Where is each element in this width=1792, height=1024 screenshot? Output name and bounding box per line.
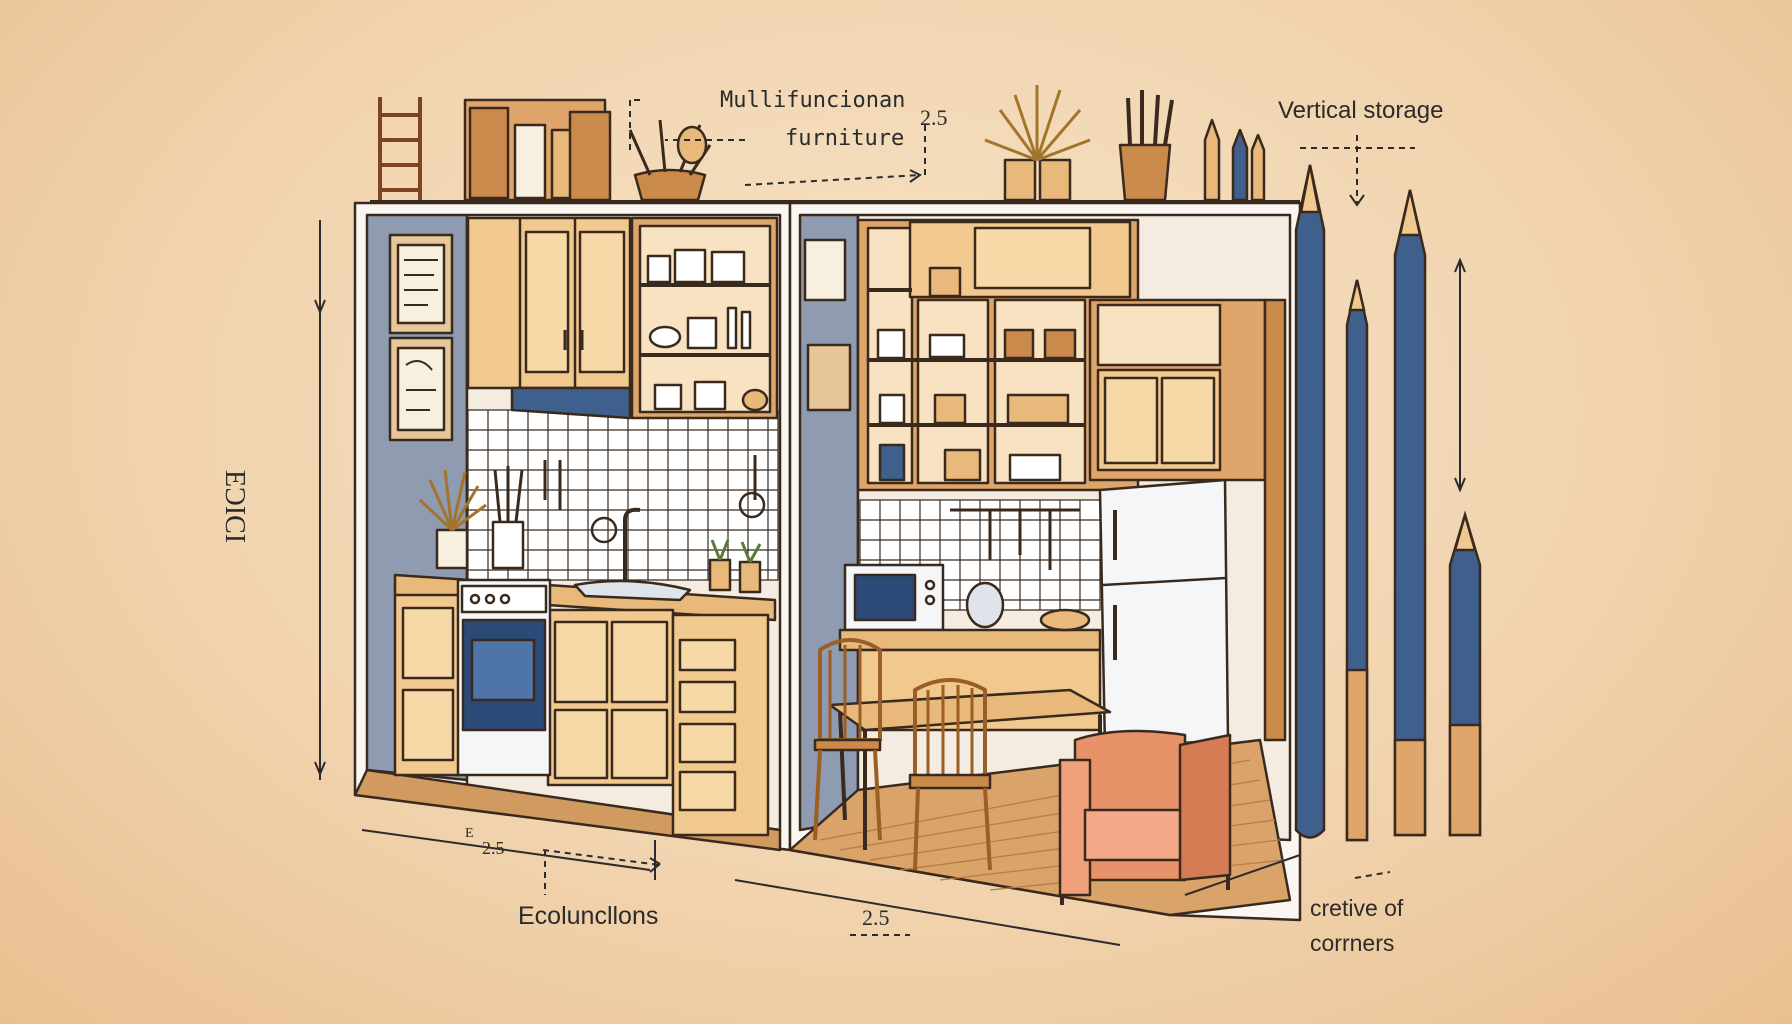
utensil-jar bbox=[491, 520, 525, 570]
label-dim-letter: E bbox=[465, 826, 474, 841]
label-side-left: EƆICI bbox=[219, 470, 250, 544]
open-shelf bbox=[630, 216, 779, 420]
pencil-icon bbox=[1294, 164, 1326, 839]
pencil-icon bbox=[1393, 189, 1427, 837]
lower-cabinets bbox=[393, 593, 770, 837]
label-corners-line2: corrners bbox=[1310, 930, 1395, 956]
upper-cabinets bbox=[466, 216, 632, 390]
pencil-cup bbox=[1118, 90, 1174, 202]
pencil-icon bbox=[1448, 510, 1482, 837]
top-shelf bbox=[463, 98, 612, 202]
refrigerator-icon bbox=[1098, 478, 1230, 750]
range-hood bbox=[510, 386, 632, 420]
ladder-icon bbox=[378, 97, 422, 200]
label-dimension-bottom-left: 2.5 bbox=[482, 838, 505, 858]
stove-icon bbox=[456, 578, 552, 777]
dimension-arrow-icon bbox=[314, 99, 1466, 946]
label-multifunction-line2: furniture bbox=[785, 126, 905, 151]
left-room bbox=[353, 201, 792, 852]
label-dimension-top: 2.5 bbox=[920, 105, 948, 130]
wall-picture bbox=[803, 238, 847, 302]
sink bbox=[573, 579, 692, 602]
pencil-icon bbox=[1345, 279, 1369, 842]
utensil-basket bbox=[628, 119, 712, 202]
wall-picture bbox=[806, 343, 852, 412]
pencil-icon bbox=[1203, 118, 1266, 202]
bowl bbox=[1039, 608, 1091, 632]
right-room bbox=[788, 201, 1302, 922]
armchair-icon bbox=[1058, 729, 1232, 905]
kettle bbox=[965, 581, 1005, 629]
plant-icon bbox=[984, 85, 1091, 202]
label-vertical-storage: Vertical storage bbox=[1278, 97, 1444, 124]
microwave-icon bbox=[843, 563, 945, 632]
chair-icon bbox=[813, 638, 882, 841]
plant-icon bbox=[418, 469, 487, 570]
corner-cabinet bbox=[1088, 298, 1287, 742]
chair-icon bbox=[908, 678, 992, 871]
label-ecofunctions: Ecoluncllons bbox=[518, 902, 659, 930]
label-multifunction-line1: Mullifuncionan bbox=[720, 88, 906, 113]
label-dimension-bottom-mid: 2.5 bbox=[862, 905, 890, 930]
backsplash-tiles bbox=[859, 499, 1101, 611]
label-corners-line1: cretive of bbox=[1310, 895, 1404, 921]
